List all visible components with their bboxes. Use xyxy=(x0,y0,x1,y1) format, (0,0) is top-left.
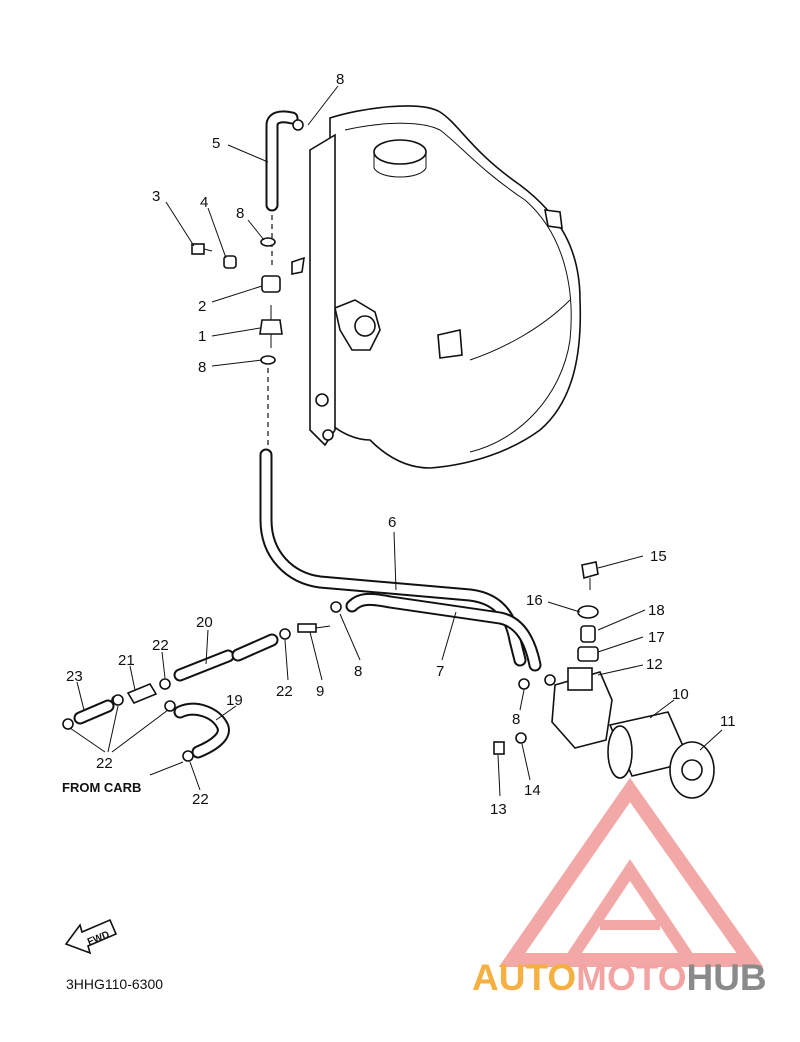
callout-label: 3 xyxy=(152,188,160,205)
fuel-hose-7 xyxy=(345,592,542,672)
callout-label: 11 xyxy=(720,713,736,730)
watermark-moto: MOTO xyxy=(576,957,686,998)
callout-label: 10 xyxy=(672,686,689,703)
watermark-auto: AUTO xyxy=(472,957,576,998)
callout-label: 7 xyxy=(436,663,444,680)
callout-label: 19 xyxy=(226,692,243,709)
callout-label: 6 xyxy=(388,514,396,531)
part-code: 3HHG110-6300 xyxy=(66,976,163,992)
hose-20 xyxy=(173,633,279,682)
fwd-arrow-icon: FWD xyxy=(64,918,118,955)
callout-label: 12 xyxy=(646,656,663,673)
callout-label: 2 xyxy=(198,298,206,315)
callout-label: 4 xyxy=(200,194,208,211)
watermark-hub: HUB xyxy=(686,957,766,998)
fitting-9 xyxy=(297,601,342,633)
hose-19 xyxy=(173,702,230,759)
callout-label: 20 xyxy=(196,614,213,631)
automotohub-logo-icon xyxy=(498,777,764,967)
breather-hose xyxy=(265,110,304,265)
callout-label: 18 xyxy=(648,602,665,619)
callout-label: 8 xyxy=(354,663,362,680)
callout-label: 22 xyxy=(192,791,209,808)
callout-label: 14 xyxy=(524,782,541,799)
valve-assembly xyxy=(191,237,305,445)
watermark-text: AUTOMOTOHUB xyxy=(472,957,767,998)
fuel-tank xyxy=(309,105,582,469)
callout-label: 8 xyxy=(198,359,206,376)
callout-label: 8 xyxy=(336,71,344,88)
callout-label: 8 xyxy=(512,711,520,728)
from-carb-label: FROM CARB xyxy=(62,780,141,795)
callout-label: 16 xyxy=(526,592,543,609)
clamps-22 xyxy=(62,628,291,762)
leader-lines xyxy=(69,85,723,797)
callout-label: 22 xyxy=(276,683,293,700)
callout-labels: 8 5 3 4 8 2 1 8 6 15 16 18 17 12 10 11 7… xyxy=(66,71,736,818)
callout-label: 9 xyxy=(316,683,324,700)
callout-label: 22 xyxy=(96,755,113,772)
fuel-pump xyxy=(493,561,715,799)
callout-label: 8 xyxy=(236,205,244,222)
callout-label: 13 xyxy=(490,801,507,818)
callout-label: 23 xyxy=(66,668,83,685)
callout-label: 1 xyxy=(198,328,206,345)
callout-label: 15 xyxy=(650,548,667,565)
callout-label: 17 xyxy=(648,629,665,646)
callout-label: 22 xyxy=(152,637,169,654)
callout-label: 5 xyxy=(212,135,220,152)
callout-label: 21 xyxy=(118,652,135,669)
hose-23 xyxy=(73,699,115,725)
